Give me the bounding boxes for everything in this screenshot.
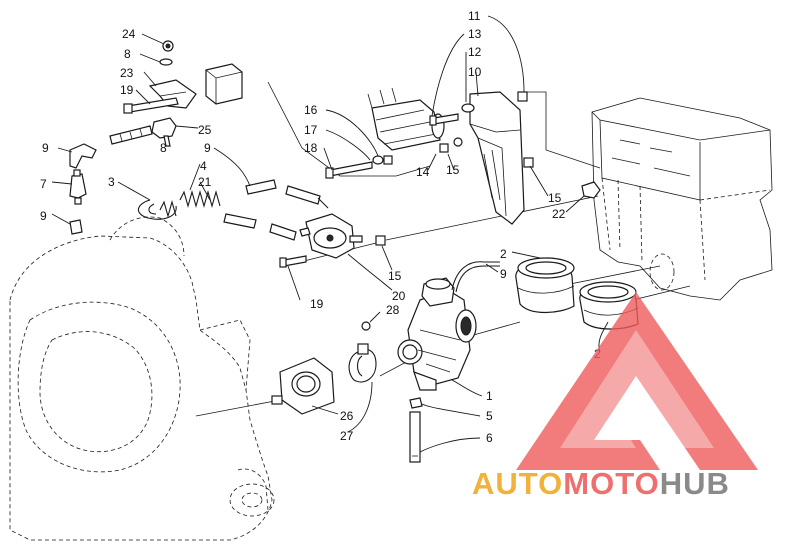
callout-18: 18 xyxy=(304,141,318,155)
triangle-logo-icon xyxy=(516,292,758,470)
callout-23: 23 xyxy=(120,66,134,80)
callout-21: 21 xyxy=(198,175,212,189)
callout-17: 17 xyxy=(304,123,318,137)
fuel-line-upper xyxy=(109,117,177,147)
assembly-lines xyxy=(195,81,691,417)
callout-11: 11 xyxy=(468,9,481,23)
callout-16: 16 xyxy=(304,103,318,117)
callout-27: 27 xyxy=(340,429,354,443)
svg-text:AUTOMOTOHUB: AUTOMOTOHUB xyxy=(472,466,730,501)
carburetor xyxy=(361,261,500,463)
callout-5: 5 xyxy=(486,409,493,423)
callout-12: 12 xyxy=(468,45,482,59)
callout-22: 22 xyxy=(552,207,566,221)
callout-28: 28 xyxy=(386,303,400,317)
wordmark-part-hub: HUB xyxy=(660,466,730,501)
callout-19: 19 xyxy=(120,83,134,97)
wordmark-part-moto: MOTO xyxy=(563,466,659,501)
callout-labels: 24 8 23 19 25 8 9 7 9 3 4 21 9 16 17 18 … xyxy=(40,9,601,445)
callout-26: 26 xyxy=(340,409,354,423)
callout-15: 15 xyxy=(388,269,402,283)
callout-6: 6 xyxy=(486,431,493,445)
spring-clamp-hose xyxy=(137,179,329,241)
callout-14: 14 xyxy=(416,165,430,179)
solenoid-assembly xyxy=(325,87,463,179)
callout-24: 24 xyxy=(122,27,136,41)
air-box xyxy=(591,97,773,301)
callout-20: 20 xyxy=(392,289,406,303)
wordmark-part-auto: AUTO xyxy=(472,466,563,501)
callout-1: 1 xyxy=(486,389,493,403)
fuel-pump xyxy=(279,213,386,268)
callout-8: 8 xyxy=(160,141,167,155)
callout-2: 2 xyxy=(500,247,507,261)
callout-9: 9 xyxy=(204,141,211,155)
callout-8: 8 xyxy=(124,47,131,61)
bracket-assembly xyxy=(123,40,243,114)
callout-13: 13 xyxy=(468,27,482,41)
callout-25: 25 xyxy=(198,123,212,137)
watermark-wordmark: AUTOMOTOHUB xyxy=(472,466,730,501)
watermark-logo xyxy=(516,292,758,470)
callout-9: 9 xyxy=(42,141,49,155)
callout-9: 9 xyxy=(500,267,507,281)
callout-15: 15 xyxy=(446,163,460,177)
callout-4: 4 xyxy=(200,159,207,173)
triangle-logo-inner-icon xyxy=(560,330,714,448)
mounting-bracket xyxy=(429,91,601,225)
intake-flange-clamp xyxy=(271,343,377,415)
callout-leaders xyxy=(51,15,609,453)
callout-15: 15 xyxy=(548,191,562,205)
callout-19: 19 xyxy=(310,297,324,311)
callout-9: 9 xyxy=(40,209,47,223)
callout-7: 7 xyxy=(40,177,47,191)
callout-3: 3 xyxy=(108,175,115,189)
engine-block xyxy=(9,216,275,541)
callout-10: 10 xyxy=(468,65,482,79)
fuel-filter-hoses xyxy=(69,143,97,235)
